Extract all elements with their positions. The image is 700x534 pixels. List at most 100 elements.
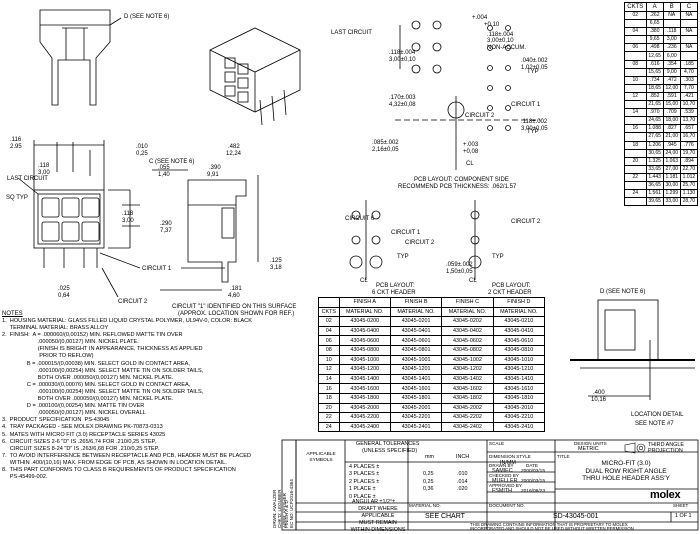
tolerance-mm: 0,25 [423, 478, 434, 485]
ckts-cell: .591 [662, 91, 681, 102]
note-line: 5. MATES WITH MICRO FIT (3.0) RECEPTACLE… [2, 431, 166, 438]
notes-title: NOTES [2, 311, 23, 317]
note-line: 8. THIS PART CONFORMS TO CLASS B REQUIRE… [2, 466, 236, 473]
dim-055: .055 [158, 165, 170, 171]
right-side-view [152, 169, 259, 291]
ckts-cell: 33,65 [645, 164, 664, 174]
finish-cell: 08 [318, 344, 340, 356]
dim-300a: 3,00 [38, 170, 50, 176]
ckts-cell [624, 197, 647, 207]
finish-subheader-cell: MATERIAL NO. [389, 306, 443, 318]
finish-cell: 43045-2000 [338, 402, 391, 414]
ckts-cell: 36,65 [645, 180, 664, 191]
revision-strip-2: DRWN: AWALZER CHK'D: LEGUBER APPR: KFISH… [272, 490, 287, 528]
dim-118-004b: .118±.004 [389, 50, 416, 56]
ckts-cell [624, 83, 647, 93]
circuit1-front-label: CIRCUIT 1 [142, 266, 172, 272]
front-view [17, 140, 141, 298]
projection: PROJECTION [648, 448, 683, 454]
finish-header-cell: FINISH D [492, 297, 546, 308]
ckts-cell: .236 [662, 43, 681, 53]
ckts-cell: 6,00 [662, 51, 681, 61]
ckts-cell: .970 [645, 108, 664, 118]
ckts-cell [624, 35, 647, 45]
dim-400: .400 [593, 390, 605, 396]
ckts-cell: 1.012 [679, 172, 699, 182]
dim-118a: .118 [38, 163, 50, 169]
ckts-cell: 1.206 [645, 140, 664, 150]
ckts-cell: 14 [624, 108, 647, 118]
material-value: SEE CHART [425, 513, 465, 520]
ckts-cell: NA [679, 10, 699, 21]
sq-typ-label: SQ TYP [6, 195, 28, 201]
tolerance-inch: .020 [457, 486, 468, 493]
ckts-cell [624, 19, 647, 29]
side-view-top [39, 9, 122, 106]
note-line: BOTH OVER .000050/(0,00127) MIN. NICKEL … [2, 396, 174, 403]
ckts-cell: 06 [624, 43, 647, 53]
dim-170: .170±.003 [389, 95, 416, 101]
finish-subheader-cell: MATERIAL NO. [492, 306, 546, 318]
dim-plus003: +.003 [463, 142, 479, 148]
tolerance-place-label: 0 PLACE ± [349, 493, 376, 500]
ckts-cell: 3,00 [662, 35, 681, 45]
dim-300b: 3,00 [122, 218, 134, 224]
tolerance-row: 1 PLACE ±0,36.020 [349, 486, 485, 493]
ckts-cell [679, 19, 699, 29]
sheet-label: SHEET [673, 503, 689, 508]
dim-300-010b: 3,00±0,10 [389, 57, 416, 63]
ckts-cell: .118 [662, 27, 681, 37]
material-label: MATERIAL NO. [409, 503, 441, 508]
ckts-cell: 9,00 [662, 67, 681, 77]
ckts-cell: 30,65 [645, 148, 664, 158]
dim-116: .116 [10, 137, 22, 143]
ckts-cell: .380 [645, 27, 664, 37]
title-block-frame [281, 439, 699, 531]
ckts-cell: 1.443 [645, 172, 664, 182]
ckts-row: 14.970.709.539 [624, 108, 699, 118]
finish-cell: 43045-1402 [441, 373, 494, 385]
finish-cell: 43045-0600 [338, 335, 391, 346]
finish-cell: 43045-1002 [441, 354, 494, 366]
confidential-line-1: THIS DRAWING CONTAINS INFORMATION THAT I… [470, 522, 628, 527]
dim-216: 2,16±0,05 [372, 147, 399, 153]
ckts-cell: 24,00 [662, 148, 681, 158]
ckts-header-cell: C [679, 2, 699, 12]
finish-cell: 43045-1010 [492, 354, 546, 366]
title-line-2: DUAL ROW RIGHT ANGLE [585, 467, 667, 475]
finish-cell: 22 [318, 412, 340, 423]
document-label: DOCUMENT NO. [489, 503, 525, 508]
ckts-cell [624, 180, 647, 191]
ckts-cell: 12,00 [662, 83, 681, 93]
location-detail-label: LOCATION DETAIL [631, 412, 684, 418]
dimension-style: IN/MM [500, 460, 516, 466]
ckts-cell [679, 35, 699, 45]
ckts-cell: .539 [679, 108, 699, 118]
tolerance-place-label: 4 PLACES ± [349, 464, 380, 470]
ckts-cell: 16,70 [679, 132, 699, 142]
finish-cell: 43045-0602 [441, 335, 494, 346]
ckts-cell: 21,65 [645, 100, 664, 110]
finish-cell: 43045-0202 [441, 316, 494, 327]
confidential-note: THIS DRAWING CONTAINS INFORMATION THAT I… [470, 522, 634, 532]
finish-cell: 43045-0210 [492, 316, 546, 327]
dim-085: .085±.002 [372, 140, 399, 146]
note-line: 1. HOUSING MATERIAL: GLASS FILLED LIQUID… [2, 318, 252, 324]
finish-cell: 20 [318, 402, 340, 414]
tolerance-row: 3 PLACES ±0,25.010 [349, 471, 485, 478]
